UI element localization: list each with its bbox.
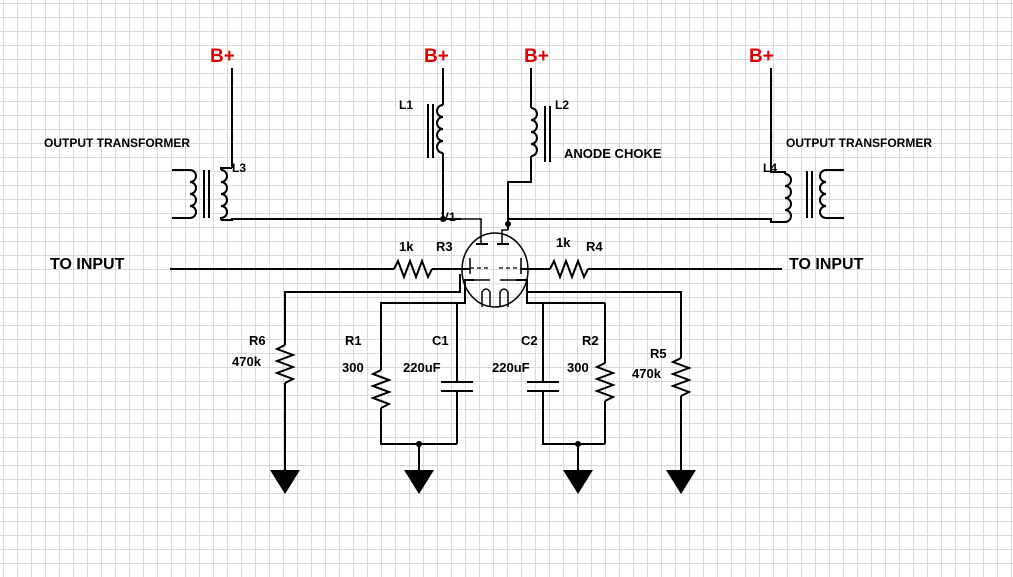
- r4-value: 1k: [556, 235, 571, 250]
- l3-label: L3: [232, 161, 246, 175]
- junction-dot-l1: [440, 216, 446, 222]
- r1-value: 300: [342, 360, 364, 375]
- resistor-r1: [370, 279, 474, 445]
- r3-value: 1k: [399, 239, 414, 254]
- ground-symbol-r5: [666, 470, 696, 494]
- ground-symbol-right-cathode: [563, 470, 593, 494]
- output-transformer-right: [508, 68, 844, 223]
- output-transformer-left-label: OUTPUT TRANSFORMER: [44, 136, 190, 150]
- inductor-l2-anode-choke: [507, 68, 551, 230]
- v1-label: V1: [441, 210, 456, 224]
- ground-symbol-left-cathode: [404, 470, 434, 494]
- l1-label: L1: [399, 98, 413, 112]
- c2-value: 220uF: [492, 360, 530, 375]
- capacitor-c1: [441, 303, 473, 444]
- junction-dot-l2: [505, 221, 511, 227]
- r4-name: R4: [586, 239, 603, 254]
- output-transformer-right-label: OUTPUT TRANSFORMER: [786, 136, 932, 150]
- b-plus-label-right-transformer: B+: [749, 46, 774, 67]
- anode-choke-label: ANODE CHOKE: [564, 146, 662, 161]
- r5-name: R5: [650, 346, 667, 361]
- inductor-l1: [427, 68, 444, 219]
- resistor-r2: [594, 303, 616, 444]
- b-plus-label-left-transformer: B+: [210, 46, 235, 67]
- b-plus-label-l1: B+: [424, 46, 449, 67]
- capacitor-c2: [516, 279, 605, 445]
- c1-value: 220uF: [403, 360, 441, 375]
- b-plus-label-l2: B+: [524, 46, 549, 67]
- input-left-path: [170, 258, 470, 280]
- r5-value: 470k: [632, 366, 662, 381]
- r2-value: 300: [567, 360, 589, 375]
- input-right-path: [521, 258, 782, 280]
- r2-name: R2: [582, 333, 599, 348]
- r3-name: R3: [436, 239, 453, 254]
- twin-triode-tube-v1: [461, 218, 529, 308]
- resistor-r5: [526, 280, 692, 470]
- r1-name: R1: [345, 333, 362, 348]
- resistor-r6: [274, 274, 461, 470]
- to-input-right-label: TO INPUT: [789, 256, 864, 273]
- c1-name: C1: [432, 333, 449, 348]
- r6-value: 470k: [232, 354, 262, 369]
- ground-symbol-r6: [270, 470, 300, 494]
- l4-label: L4: [763, 161, 777, 175]
- to-input-left-label: TO INPUT: [50, 256, 125, 273]
- c2-name: C2: [521, 333, 538, 348]
- l2-label: L2: [555, 98, 569, 112]
- r6-name: R6: [249, 333, 266, 348]
- output-transformer-left: [172, 68, 461, 221]
